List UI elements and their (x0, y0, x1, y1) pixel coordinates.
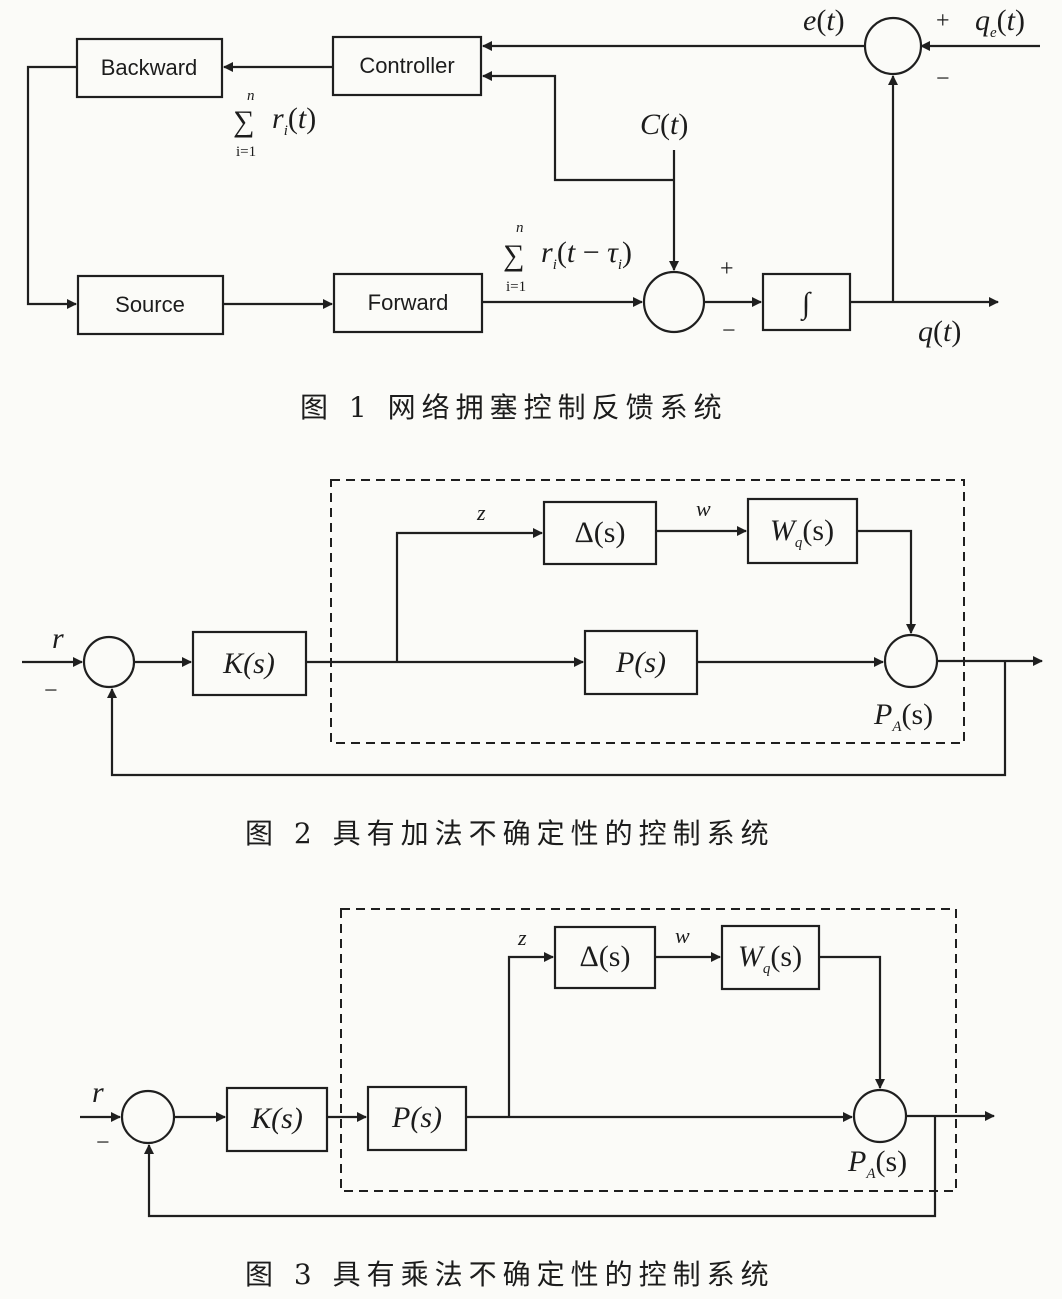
backward-to-source-line (26, 65, 77, 309)
svg-text:Wq(s): Wq(s) (738, 940, 802, 977)
svg-text:Δ(s): Δ(s) (580, 940, 631, 973)
wq-to-sum-line (857, 529, 916, 634)
wq-block: Wq(s) (746, 497, 859, 565)
svg-text:Δ(s): Δ(s) (575, 516, 626, 549)
svg-text:K(s): K(s) (250, 1102, 303, 1135)
label-sum-ri-top: ∑ n i=1 ri(t) (233, 88, 316, 160)
svg-text:P(s): P(s) (615, 646, 666, 679)
source-block: Source (76, 274, 225, 336)
sign-minus-bottom: − (722, 318, 736, 344)
summing-junction-output (852, 1088, 908, 1144)
svg-text:Source: Source (115, 292, 185, 317)
capacity-to-controller-line (482, 71, 674, 182)
wq-to-sum-line (819, 955, 885, 1089)
backward-block: Backward (75, 37, 224, 99)
figure-3-caption: 图 3 具有乘法不确定性的控制系统 (245, 1258, 775, 1291)
p-block: P(s) (366, 1085, 468, 1152)
label-r: r (92, 1076, 104, 1109)
svg-text:Wq(s): Wq(s) (770, 514, 834, 551)
label-pa: PA(s) (847, 1145, 907, 1182)
svg-text:n: n (516, 220, 524, 236)
svg-text:Backward: Backward (101, 55, 198, 80)
figure-2-caption: 图 2 具有加法不确定性的控制系统 (245, 817, 775, 850)
figure-1-caption: 图 1 网络拥塞控制反馈系统 (300, 391, 728, 424)
label-e: e(t) (803, 4, 845, 37)
z-branch-line (507, 952, 554, 1117)
sign-minus-top: − (936, 66, 950, 92)
summing-junction-input (120, 1089, 176, 1145)
figure-1: Backward Controller Source Forward ∫ (26, 4, 1040, 424)
label-pa: PA(s) (873, 698, 933, 735)
svg-text:∑: ∑ (233, 105, 254, 138)
sign-minus: − (96, 1130, 110, 1156)
label-qe: qe(t) (975, 4, 1025, 41)
sign-plus-top: + (936, 8, 950, 34)
label-w: w (675, 923, 690, 948)
k-block: K(s) (225, 1086, 329, 1153)
wq-block: Wq(s) (720, 924, 821, 991)
feedback-line (107, 661, 1007, 777)
svg-text:i=1: i=1 (506, 279, 526, 295)
label-sum-ri-delay: ∑ n i=1 ri(t − τi) (503, 220, 632, 295)
delta-block: Δ(s) (542, 500, 658, 566)
label-c: C(t) (640, 108, 688, 141)
svg-text:ri(t): ri(t) (272, 102, 316, 139)
figure-3: K(s) P(s) Δ(s) Wq(s) r − z w PA(s) 图 3 具… (80, 908, 995, 1291)
summing-junction-top (863, 16, 923, 76)
svg-text:i=1: i=1 (236, 144, 256, 160)
svg-text:Forward: Forward (368, 290, 449, 315)
plant-boundary-dashed (330, 479, 965, 744)
figure-2: K(s) Δ(s) Wq(s) P(s) r − z w PA(s) 图 2 具… (22, 479, 1043, 850)
label-w: w (696, 496, 711, 521)
sign-plus-bottom: + (720, 256, 734, 282)
summing-junction-input (82, 635, 136, 689)
svg-text:K(s): K(s) (222, 647, 275, 680)
feedback-line (144, 1116, 937, 1218)
summing-junction-bottom (642, 270, 706, 334)
p-block: P(s) (583, 629, 699, 696)
sign-minus: − (44, 678, 58, 704)
svg-text:Controller: Controller (359, 53, 454, 78)
label-z: z (476, 500, 486, 525)
svg-text:∑: ∑ (503, 239, 524, 272)
svg-text:∫: ∫ (800, 287, 812, 322)
controller-block: Controller (331, 35, 483, 97)
k-block: K(s) (191, 630, 308, 697)
forward-block: Forward (332, 272, 484, 334)
svg-text:n: n (247, 88, 255, 104)
delta-block: Δ(s) (553, 925, 657, 990)
label-q: q(t) (918, 315, 961, 348)
label-r: r (52, 622, 64, 655)
plant-boundary-dashed (340, 908, 957, 1192)
label-z: z (517, 925, 527, 950)
svg-text:P(s): P(s) (391, 1101, 442, 1134)
z-branch-line (395, 528, 543, 662)
svg-text:ri(t − τi): ri(t − τi) (541, 236, 632, 273)
integrator-block: ∫ (761, 272, 852, 332)
summing-junction-output (883, 633, 939, 689)
